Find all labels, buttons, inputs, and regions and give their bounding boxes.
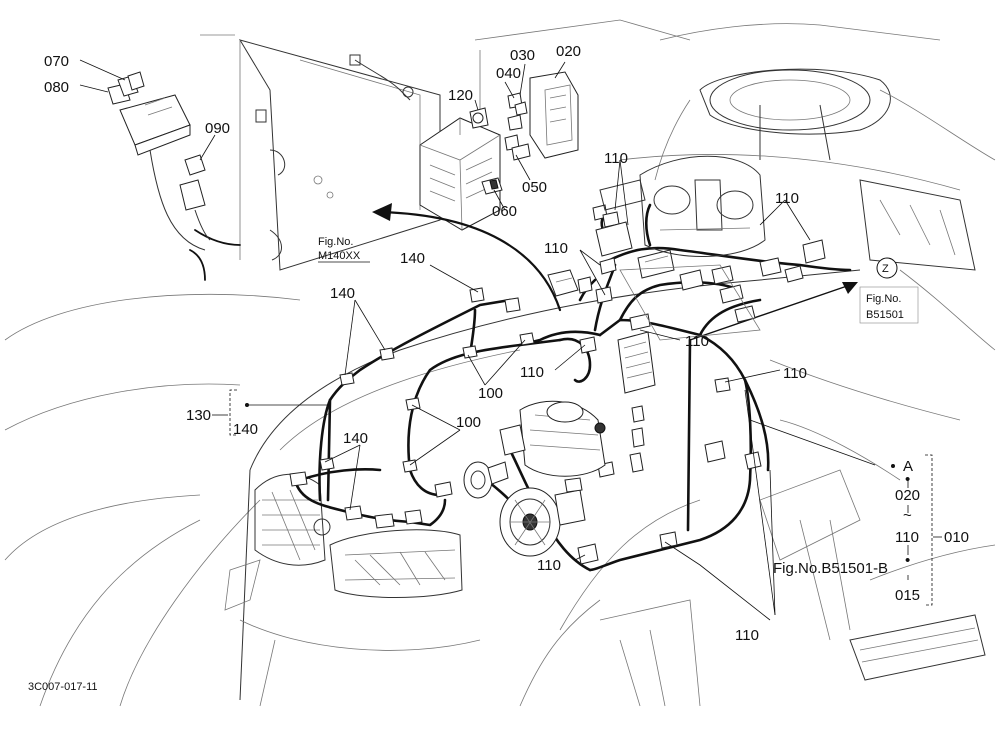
figref-b51501-line1: Fig.No. — [866, 293, 901, 305]
callout-120: 120 — [448, 87, 473, 104]
assembly-end: 110 — [895, 529, 919, 546]
callout-110: 110 — [537, 557, 561, 574]
starter-motor — [499, 400, 606, 477]
callout-110: 110 — [544, 240, 568, 257]
assembly-a: A — [903, 458, 913, 475]
tractor-body-outline — [4, 19, 996, 707]
callout-080: 080 — [44, 79, 69, 96]
figure-references: Fig.No. M140XX Fig.No. B51501 Fig.No.B51… — [318, 236, 904, 577]
view-arrow — [372, 203, 562, 312]
callout-110: 110 — [604, 150, 628, 167]
figref-b51501-b: Fig.No.B51501-B — [773, 560, 888, 577]
leader-lines — [79, 59, 895, 621]
callout-030: 030 — [510, 47, 535, 64]
callout-060: 060 — [492, 203, 517, 220]
callout-110: 110 — [735, 627, 759, 644]
view-z-marker — [876, 257, 898, 279]
assembly-dot: • — [905, 471, 910, 488]
callout-labels: 070 080 090 120 040 030 020 050 060 110 … — [44, 43, 807, 644]
assembly-total: 010 — [944, 529, 969, 546]
callout-110: 110 — [520, 364, 544, 381]
group-bracket-130 — [212, 389, 237, 436]
figref-m140xx-line1: Fig.No. — [318, 236, 353, 248]
drawing-code: 3C007-017-11 — [28, 681, 98, 693]
assembly-tilde: ~ — [903, 507, 912, 524]
assembly-start: 020 — [895, 487, 920, 504]
callout-110: 110 — [775, 190, 799, 207]
alternator — [499, 477, 586, 557]
fuse-box-assembly — [419, 71, 579, 231]
callout-110: 110 — [685, 333, 709, 350]
view-z-arrow — [689, 282, 858, 341]
relay-assembly — [107, 71, 241, 281]
callout-140-group: 140 — [233, 421, 258, 438]
assembly-bracket — [907, 454, 942, 606]
horn — [463, 461, 509, 499]
figref-m140xx-line2: M140XX — [318, 250, 361, 262]
callout-140: 140 — [343, 430, 368, 447]
callout-130: 130 — [186, 407, 211, 424]
callout-100: 100 — [478, 385, 503, 402]
callout-140: 140 — [330, 285, 355, 302]
callout-110: 110 — [783, 365, 807, 382]
callout-050: 050 — [522, 179, 547, 196]
callout-100: 100 — [456, 414, 481, 431]
assembly-tail: 015 — [895, 587, 920, 604]
view-z-label: Z — [882, 263, 889, 275]
figref-b51501-line2: B51501 — [866, 309, 904, 321]
callout-040: 040 — [496, 65, 521, 82]
assembly-range-list: A • 020 ~ 110 010 • 015 — [895, 458, 969, 604]
callout-020: 020 — [556, 43, 581, 60]
figref-b51501 — [859, 286, 919, 324]
instrument-panel — [599, 155, 766, 341]
callout-140: 140 — [400, 250, 425, 267]
harness-connectors — [289, 204, 826, 565]
callout-090: 090 — [205, 120, 230, 137]
callout-070: 070 — [44, 53, 69, 70]
assembly-dot-2: • — [905, 552, 910, 569]
